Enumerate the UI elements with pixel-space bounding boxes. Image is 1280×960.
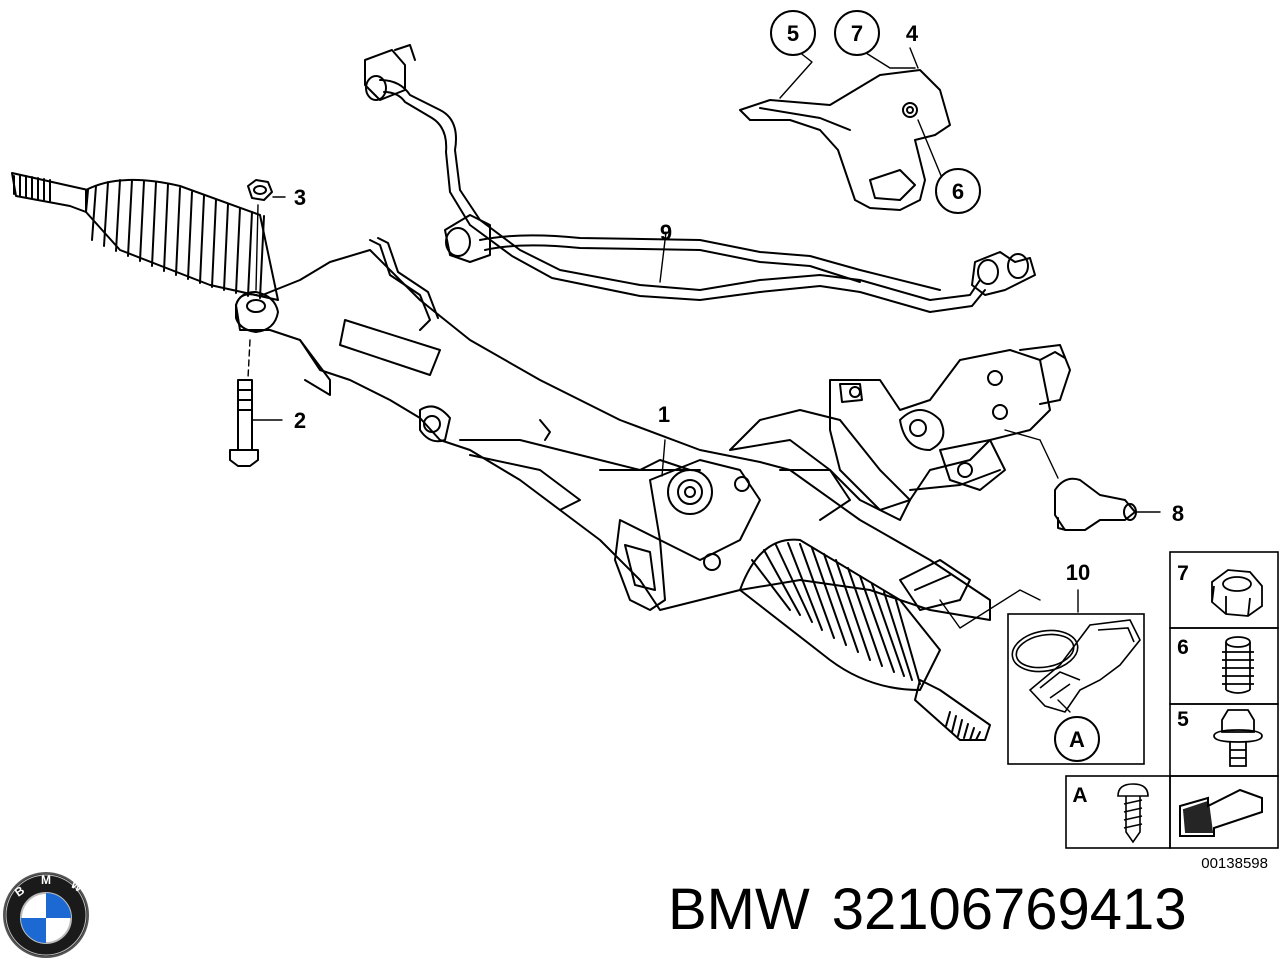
heat-shield-4 [739, 69, 951, 211]
pinion-valve-body [649, 409, 911, 571]
svg-text:5: 5 [1177, 708, 1189, 731]
callout-5: 5 [770, 10, 816, 56]
right-bellow [739, 538, 941, 691]
left-bellow [85, 178, 279, 301]
rack-mount-left [235, 291, 279, 333]
svg-text:M: M [41, 873, 51, 887]
callout-7: 7 [834, 10, 880, 56]
flange-bolt-icon [1213, 709, 1263, 767]
reference-number: 00138598 [1201, 855, 1268, 872]
callout-2: 2 [294, 408, 306, 433]
svg-text:4: 4 [906, 21, 919, 46]
right-tie-rod-end [914, 679, 991, 741]
legend-row-7: 7 [1177, 562, 1263, 617]
bolt-2 [229, 379, 259, 467]
callout-3: 3 [294, 185, 306, 210]
servo-motor-unit [829, 344, 1071, 511]
svg-text:1: 1 [658, 402, 670, 427]
hydraulic-line-9 [364, 44, 1036, 313]
nut-icon [1211, 569, 1263, 617]
svg-text:10: 10 [1066, 560, 1090, 585]
leader-lines [247, 47, 1161, 713]
part-number: 32106769413 [831, 877, 1187, 942]
brand-name: BMW [668, 877, 810, 942]
legend-row-a: A [1072, 783, 1149, 844]
nut-3 [247, 179, 273, 201]
callout-1: 1 [658, 402, 670, 427]
bmw-logo-icon: B M W [3, 872, 89, 958]
screw-icon [1117, 783, 1149, 844]
stud-icon [1222, 636, 1254, 694]
callout-6: 6 [935, 168, 981, 214]
svg-text:3: 3 [294, 185, 306, 210]
svg-text:7: 7 [1177, 562, 1189, 585]
svg-text:6: 6 [1177, 636, 1189, 659]
rack-sensor [899, 559, 971, 611]
hydraulic-line-rack [369, 237, 1001, 491]
callout-4: 4 [906, 21, 919, 46]
rack-housing [235, 249, 991, 621]
sensor-8 [1054, 477, 1137, 531]
hardware-legend [1065, 551, 1279, 849]
callout-10: 10 [1066, 560, 1090, 585]
svg-text:5: 5 [787, 21, 799, 46]
left-tie-rod-end [11, 172, 89, 213]
svg-text:7: 7 [851, 21, 863, 46]
legend-row-5: 5 [1177, 708, 1263, 767]
detail-box-10 [1007, 613, 1145, 765]
svg-text:2: 2 [294, 408, 306, 433]
part-title: BMW 32106769413 [668, 875, 1187, 945]
svg-text:8: 8 [1172, 501, 1184, 526]
direction-arrow-icon [1179, 788, 1263, 837]
svg-text:A: A [1069, 727, 1085, 752]
svg-text:9: 9 [660, 220, 672, 245]
callout-8: 8 [1172, 501, 1184, 526]
callout-a: A [1054, 716, 1100, 762]
svg-text:A: A [1072, 784, 1087, 807]
svg-text:6: 6 [952, 179, 964, 204]
legend-row-6: 6 [1177, 636, 1254, 694]
callout-9: 9 [660, 220, 672, 245]
